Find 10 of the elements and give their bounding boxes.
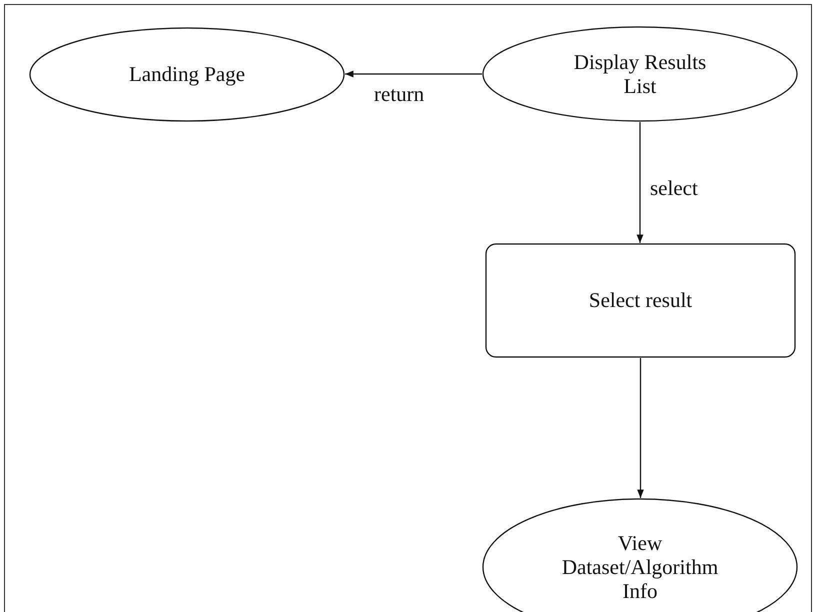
- arrow: [637, 358, 644, 498]
- state-ellipse: [482, 26, 798, 122]
- arrow: [345, 70, 482, 78]
- process-box: [485, 243, 796, 358]
- node-label: Select result: [588, 288, 694, 313]
- node-label: Landing Page: [128, 62, 246, 87]
- node-label: Display Results List: [572, 50, 708, 98]
- arrow: [636, 122, 644, 243]
- state-ellipse: [29, 27, 345, 122]
- node-label: View Dataset/Algorithm Info: [560, 530, 720, 604]
